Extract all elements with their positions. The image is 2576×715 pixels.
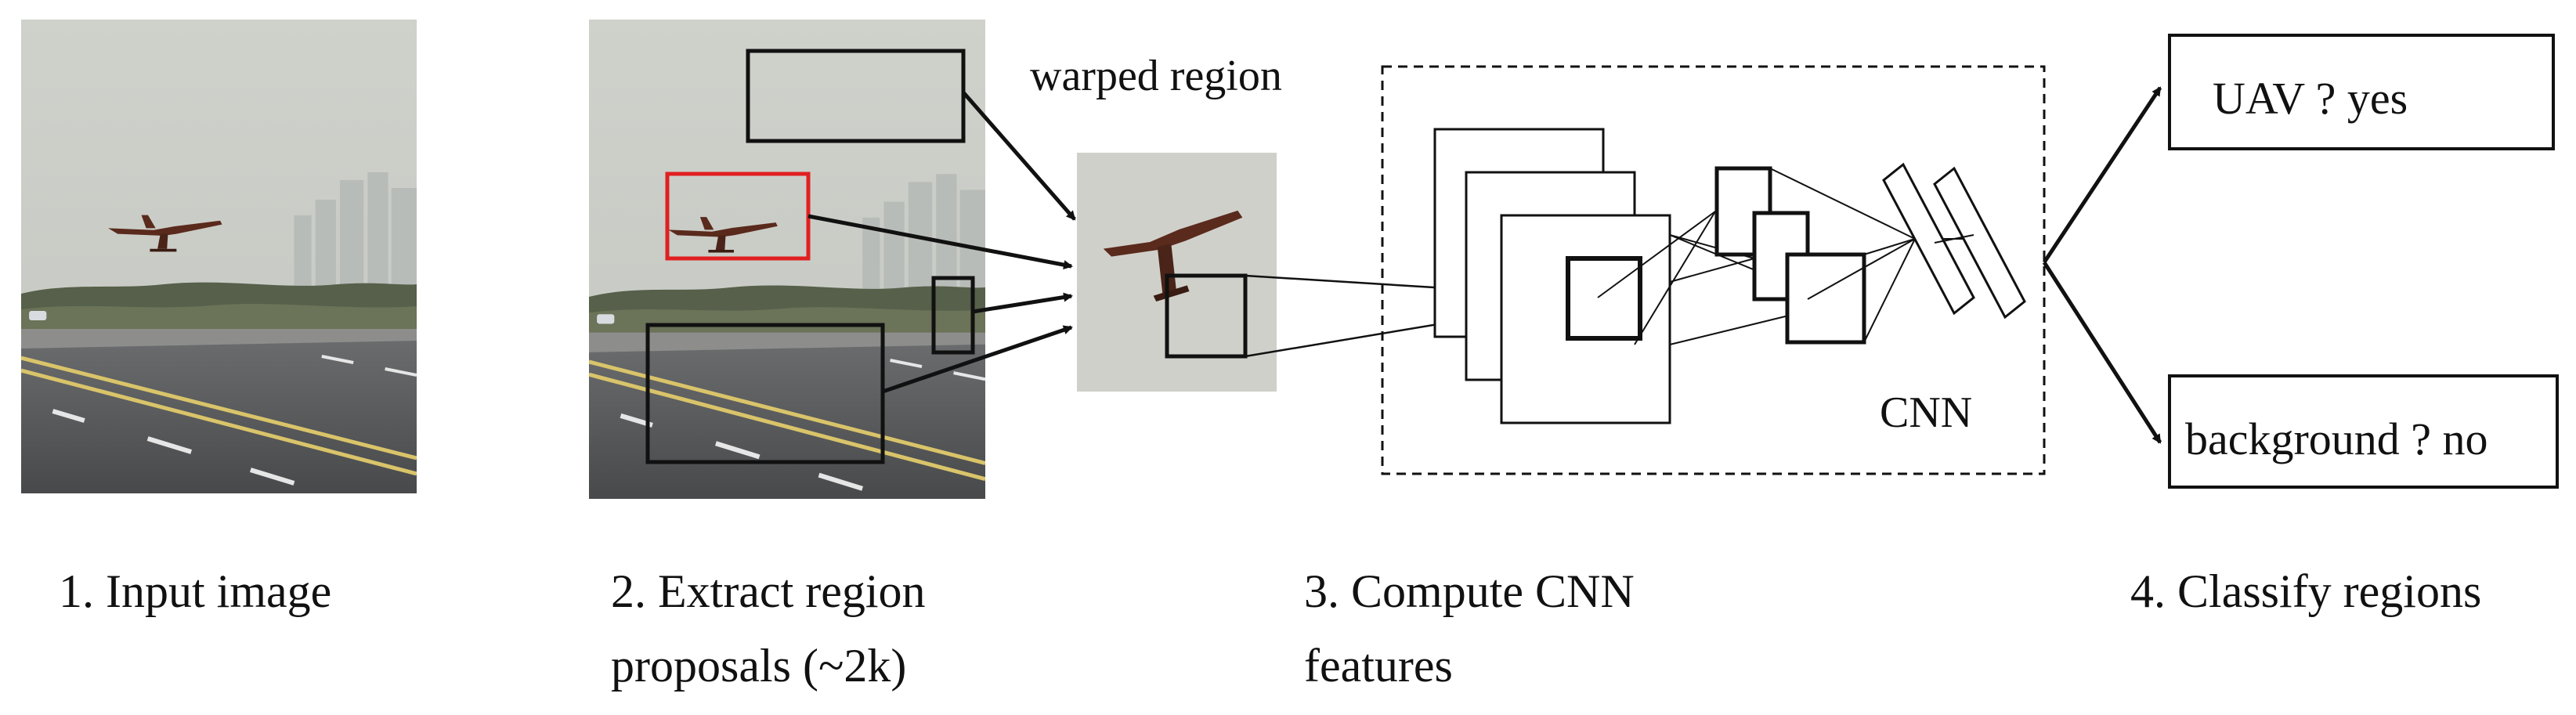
proposal-box-small bbox=[931, 276, 975, 355]
step4-caption: 4. Classify regions bbox=[2130, 565, 2481, 617]
proposal-box-road bbox=[645, 323, 885, 464]
step2-caption-line1: 2. Extract region bbox=[611, 565, 926, 617]
warped-region-inner-box bbox=[1165, 273, 1248, 359]
cnn-label: CNN bbox=[1880, 388, 1972, 437]
proposal-box-top bbox=[746, 49, 966, 143]
classification-uav-text: UAV ? yes bbox=[2213, 73, 2408, 124]
cnn-dashed-frame bbox=[1381, 65, 2046, 475]
step3-caption-line1: 3. Compute CNN bbox=[1304, 565, 1635, 617]
region-proposals-image bbox=[589, 20, 985, 499]
cnn-layers bbox=[1433, 128, 2026, 424]
classification-background: background ? no bbox=[2168, 374, 2559, 489]
input-image bbox=[21, 20, 417, 493]
warped-region-label: warped region bbox=[1030, 52, 1282, 100]
warped-region-image bbox=[1077, 153, 1277, 392]
proposal-arrows bbox=[807, 91, 1076, 394]
output-arrows bbox=[2042, 86, 2162, 444]
step1-caption: 1. Input image bbox=[59, 565, 331, 617]
step3-caption-line2: features bbox=[1304, 640, 1453, 692]
classification-background-text: background ? no bbox=[2185, 413, 2488, 464]
step2-caption-line2: proposals (~2k) bbox=[611, 640, 906, 692]
classification-uav: UAV ? yes bbox=[2168, 34, 2555, 150]
conv-kernel-box bbox=[1566, 256, 1642, 341]
